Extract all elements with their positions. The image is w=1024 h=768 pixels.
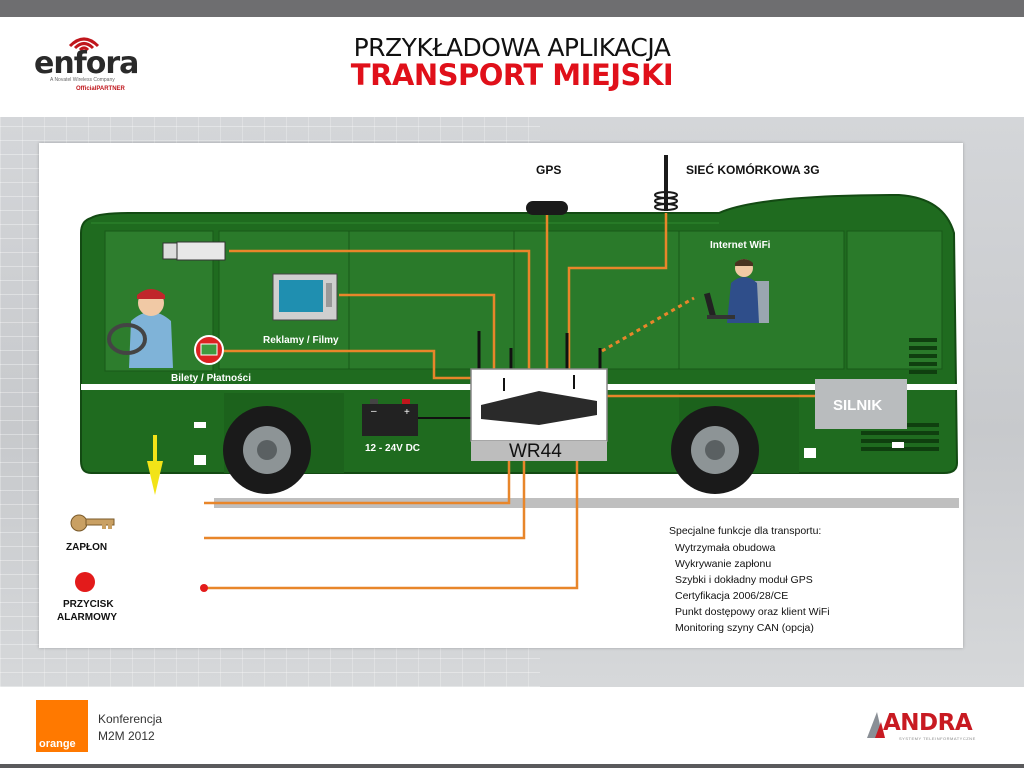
cellular-antenna-icon (654, 155, 678, 211)
down-arrow-icon (147, 435, 163, 495)
svg-text:–: – (371, 406, 377, 417)
signal-arcs-icon (68, 37, 100, 52)
diagram-panel: – + (39, 143, 963, 648)
alarm-wire-end (200, 584, 208, 592)
ads-label: Reklamy / Filmy (263, 335, 339, 346)
engine-label: SILNIK (833, 397, 882, 414)
enfora-logo: enfora A Novatel Wireless Company Offici… (32, 24, 142, 94)
road-shadow (214, 498, 959, 508)
gps-label: GPS (536, 163, 561, 177)
bottom-bar (0, 764, 1024, 768)
andra-logo: ANDRA SYSTEMY TELEINFORMATYCZNE (865, 706, 995, 746)
window-3 (513, 230, 680, 370)
enfora-tagline: A Novatel Wireless Company (50, 77, 115, 83)
wires (204, 213, 819, 590)
wheel-rear (671, 406, 759, 494)
passenger-laptop-icon (703, 259, 769, 323)
slide-header (0, 17, 1024, 117)
enfora-logo-text: enfora (34, 46, 139, 81)
feature-item: Punkt dostępowy oraz klient WiFi (675, 606, 830, 618)
alarm-button-icon (75, 572, 95, 592)
alarm-label-line1: PRZYCISK (63, 599, 114, 610)
feature-item: Wykrywanie zapłonu (675, 558, 771, 570)
window-2 (348, 230, 515, 370)
camera-icon (162, 241, 226, 261)
conference-caption: Konferencja M2M 2012 (98, 711, 162, 745)
features-heading: Specjalne funkcje dla transportu: (669, 525, 821, 537)
driver-figure-icon (107, 289, 173, 368)
gps-antenna-icon (526, 201, 568, 215)
top-bar (0, 0, 1024, 17)
wifi-link (601, 296, 695, 353)
feature-item: Szybki i dokładny moduł GPS (675, 574, 813, 586)
payment-terminal-icon (194, 335, 224, 365)
power-label: 12 - 24V DC (365, 443, 420, 454)
alarm-label-line2: ALARMOWY (57, 612, 117, 623)
feature-item: Wytrzymała obudowa (675, 542, 775, 554)
cellular-label: SIEĆ KOMÓRKOWA 3G (686, 162, 820, 177)
feature-item: Certyfikacja 2006/28/CE (675, 590, 788, 602)
andra-tagline: SYSTEMY TELEINFORMATYCZNE (899, 736, 976, 741)
battery-icon: – + (362, 399, 418, 436)
wheel-front (223, 406, 311, 494)
bus-diagram: – + (57, 155, 959, 634)
official-partner-label: OfficialPARTNER (76, 86, 125, 92)
feature-item: Monitoring szyny CAN (opcja) (675, 622, 814, 634)
ignition-key-icon (70, 514, 115, 532)
conference-line2: M2M 2012 (98, 729, 155, 743)
engine-box (815, 379, 907, 429)
slide-title: PRZYKŁADOWA APLIKACJA (353, 33, 671, 62)
orange-logo-text: orange (39, 738, 76, 750)
slide-footer (0, 687, 1024, 768)
ignition-label: ZAPŁON (66, 542, 107, 553)
slide-subtitle: TRANSPORT MIEJSKI (350, 58, 674, 92)
tickets-label: Bilety / Płatności (171, 373, 251, 384)
features-list: Specjalne funkcje dla transportu: Wytrzy… (669, 525, 830, 634)
internet-wifi-label: Internet WiFi (710, 240, 771, 251)
svg-text:+: + (404, 407, 410, 418)
tv-screen-icon (272, 273, 338, 321)
andra-logo-text: ANDRA (883, 710, 973, 736)
andra-emblem-icon (867, 712, 885, 738)
device-label: WR44 (509, 441, 562, 462)
orange-logo: orange (36, 700, 88, 752)
conference-line1: Konferencja (98, 712, 163, 726)
wr44-router-box (470, 331, 608, 461)
